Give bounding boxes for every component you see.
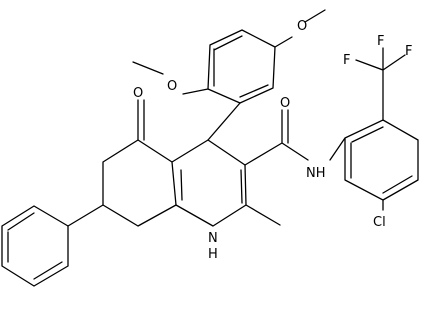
bond-inner (180, 169, 183, 201)
bond-inner (7, 212, 63, 280)
bond (274, 9, 326, 48)
atom-cl: Cl (373, 215, 386, 230)
atom-f2: F (377, 34, 384, 49)
atom-n-ring: N (208, 231, 218, 246)
atom-nh-amide: NH (306, 166, 326, 181)
bond (1, 205, 69, 287)
atom-o-amide: O (280, 96, 290, 111)
bond (245, 204, 281, 226)
bond-inner (350, 126, 413, 194)
bond (244, 109, 309, 166)
bond (132, 61, 209, 95)
bond (355, 47, 406, 121)
bond (67, 204, 104, 227)
bond (171, 139, 246, 166)
bond (207, 29, 276, 104)
bond-lines (1, 9, 419, 287)
bond (207, 102, 241, 141)
bond (137, 139, 247, 227)
bond (102, 99, 177, 227)
atom-o-methoxy-left: O (167, 79, 177, 94)
atom-h-ring: H (208, 247, 218, 262)
atom-o-methoxy-top: O (297, 19, 307, 34)
atom-f1: F (343, 53, 350, 68)
atom-f3: F (405, 44, 412, 59)
atom-o-ketone: O (133, 86, 143, 101)
bond-inner (213, 35, 269, 98)
bond (329, 119, 419, 201)
